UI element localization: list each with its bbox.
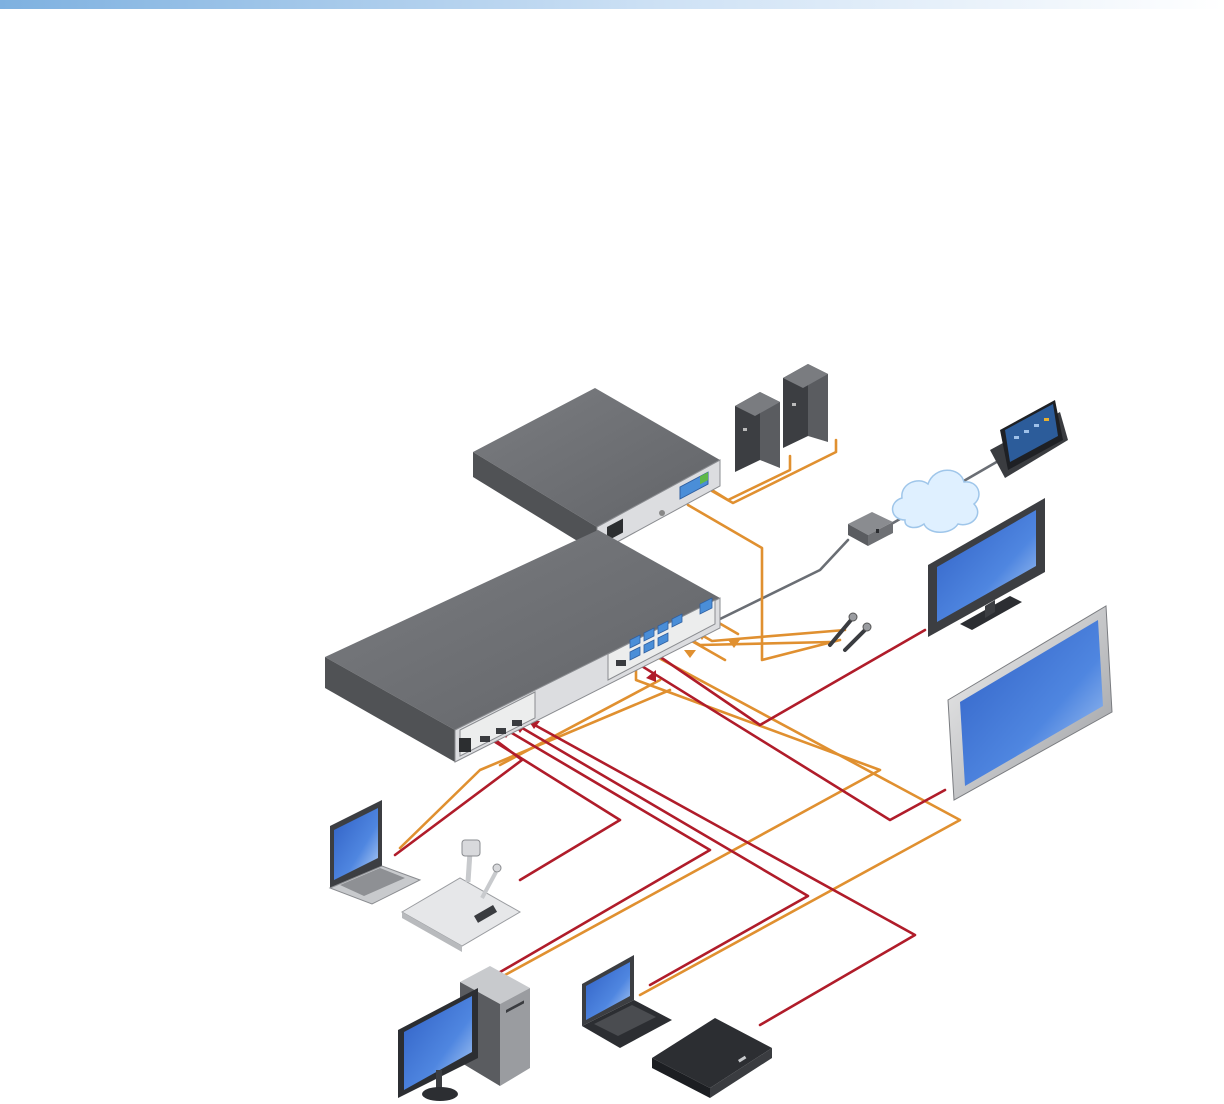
document-camera-base: [402, 878, 520, 946]
cable-video-to-projection: [632, 660, 945, 820]
projection-display-screen: [960, 620, 1103, 786]
document-camera[interactable]: [402, 840, 520, 952]
microphone-1-handle: [830, 620, 851, 645]
projection-display[interactable]: [948, 606, 1112, 800]
cable-cloud-to-touchpanel: [962, 460, 1000, 482]
switcher-power-inlet: [459, 738, 471, 752]
touch-panel-btn-2: [1024, 430, 1029, 433]
amplifier[interactable]: [473, 388, 720, 553]
hdmi-port-4: [616, 660, 626, 666]
hdmi-port-1: [480, 736, 490, 742]
touch-panel[interactable]: [990, 400, 1068, 478]
desktop-pc[interactable]: [398, 966, 530, 1101]
laptop-left[interactable]: [330, 800, 420, 904]
document-camera-head: [462, 840, 480, 856]
pc-monitor-base: [422, 1087, 458, 1101]
amplifier-indicator: [659, 510, 665, 516]
media-player-top: [652, 1018, 772, 1088]
microphone-2-head: [863, 623, 871, 631]
main-switcher[interactable]: [325, 530, 720, 762]
document-camera-light: [493, 864, 501, 872]
touch-panel-btn-4: [1044, 418, 1049, 421]
media-player[interactable]: [652, 1018, 772, 1098]
microphone-2-handle: [845, 630, 865, 650]
speaker-left: [735, 392, 780, 472]
hdmi-port-3: [512, 720, 522, 726]
speaker-right: [783, 364, 828, 448]
network-switch[interactable]: [848, 512, 893, 546]
network-switch-port: [876, 529, 879, 533]
arrow-orange-2: [684, 650, 696, 658]
touch-panel-btn-3: [1034, 424, 1039, 427]
speaker-right-logo: [792, 403, 796, 406]
cable-switcher-to-netswitch: [706, 540, 848, 620]
speaker-left-logo: [743, 428, 747, 431]
microphone-2: [845, 623, 871, 650]
touch-panel-btn-1: [1014, 436, 1019, 439]
laptop-bottom[interactable]: [582, 955, 672, 1048]
pc-monitor-stand: [436, 1070, 442, 1088]
pc-tower-front: [500, 988, 530, 1086]
speakers[interactable]: [735, 364, 828, 472]
hdmi-port-2: [496, 728, 506, 734]
microphone-1-head: [849, 613, 857, 621]
